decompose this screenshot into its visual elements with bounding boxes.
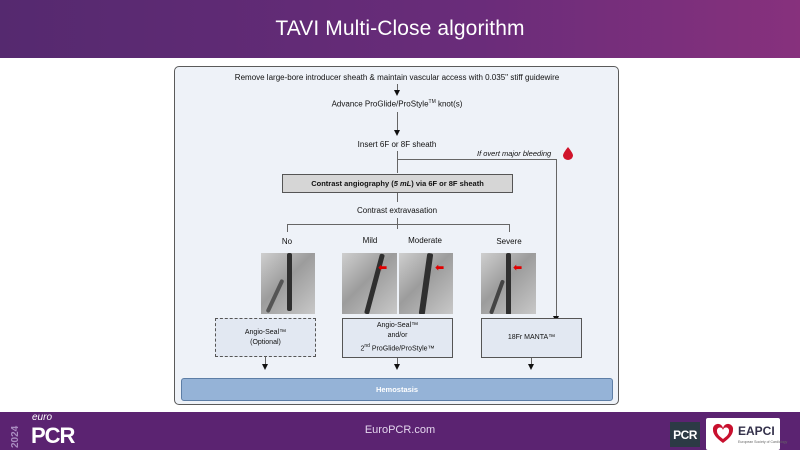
- heart-icon: [712, 423, 734, 443]
- pcr-logo: PCR: [670, 422, 700, 447]
- arrow-down-icon: [262, 364, 268, 370]
- connector: [397, 112, 398, 132]
- connector: [397, 218, 398, 229]
- arrow-down-icon: [394, 90, 400, 96]
- angiogram-moderate: ⬅: [399, 253, 453, 314]
- outcome-line: Angio-Seal™: [244, 328, 287, 336]
- connector: [397, 358, 398, 366]
- outcome-line: and/or: [387, 332, 408, 340]
- outcome-line: 2nd ProGlide/ProStyle™: [360, 341, 434, 354]
- outcome-line: Angio-Seal™: [376, 322, 419, 330]
- angio-volume: 5 mL: [393, 178, 412, 188]
- vessel: [418, 253, 434, 314]
- step-advance-text: Advance ProGlide/ProStyle: [331, 99, 429, 109]
- step-insert-sheath: Insert 6F or 8F sheath: [357, 140, 437, 149]
- angio-seal-proglide-box: Angio-Seal™ and/or 2nd ProGlide/ProStyle…: [342, 318, 453, 358]
- algorithm-panel: Remove large-bore introducer sheath & ma…: [174, 66, 619, 405]
- vessel: [287, 253, 292, 311]
- eapci-subtitle: European Society of Cardiology: [738, 440, 788, 444]
- arrow-down-icon: [528, 364, 534, 370]
- angiogram-mild: ⬅: [342, 253, 397, 314]
- trademark: TM: [428, 99, 436, 105]
- vessel: [488, 279, 506, 314]
- slide-header: TAVI Multi-Close algorithm: [0, 0, 800, 58]
- branch-line: [287, 224, 510, 225]
- red-arrow-icon: ⬅: [513, 261, 523, 274]
- hemostasis-box: Hemostasis: [181, 378, 613, 401]
- ordinal-suffix: nd: [364, 343, 370, 350]
- bleeding-connector: [556, 159, 557, 319]
- contrast-extravasation-label: Contrast extravasation: [356, 206, 438, 215]
- step-advance-suffix: knot(s): [435, 99, 463, 109]
- grade-no: No: [281, 237, 293, 246]
- slide-title: TAVI Multi-Close algorithm: [275, 17, 525, 40]
- grade-moderate: Moderate: [408, 236, 442, 245]
- contrast-angiography-box: Contrast angiography (5 mL) via 6F or 8F…: [282, 174, 513, 193]
- europcr-logo: PCR: [31, 423, 75, 448]
- eapci-logo: EAPCI European Society of Cardiology: [706, 418, 787, 450]
- arrow-down-icon: [394, 364, 400, 370]
- angio-text-suffix: ) via 6F or 8F sheath: [411, 178, 484, 188]
- outcome-line: 18Fr MANTA™: [507, 334, 556, 341]
- blood-drop-icon: [563, 147, 573, 160]
- angiogram-severe: ⬅: [481, 253, 536, 314]
- angio-text: Contrast angiography (: [311, 178, 394, 188]
- eapci-label: EAPCI: [738, 424, 775, 438]
- red-arrow-icon: ⬅: [378, 261, 388, 274]
- bleeding-label: If overt major bleeding: [477, 149, 552, 158]
- connector: [397, 193, 398, 202]
- footer-url[interactable]: EuroPCR.com: [364, 424, 436, 436]
- outcome-text: ProGlide/ProStyle™: [369, 345, 435, 353]
- arrow-down-icon: [394, 130, 400, 136]
- angio-seal-optional-box: Angio-Seal™ (Optional): [215, 318, 316, 357]
- ordinal: 2: [360, 345, 365, 353]
- vessel: [506, 253, 511, 314]
- bleeding-connector: [397, 159, 556, 160]
- branch-line: [509, 224, 510, 232]
- connector: [397, 84, 398, 93]
- red-arrow-icon: ⬅: [435, 261, 445, 274]
- connector: [397, 151, 398, 173]
- grade-severe: Severe: [496, 237, 522, 246]
- outcome-line: (Optional): [250, 338, 281, 346]
- connector: [531, 358, 532, 366]
- angiogram-no: [261, 253, 315, 314]
- grade-mild: Mild: [362, 236, 378, 245]
- manta-box: 18Fr MANTA™: [481, 318, 582, 358]
- step-advance-knots: Advance ProGlide/ProStyleTM knot(s): [332, 99, 463, 109]
- slide-footer: 2024 euro PCR EuroPCR.com PCR EAPCI Euro…: [0, 412, 800, 450]
- logo-euro: euro: [32, 412, 53, 423]
- vessel: [265, 278, 285, 314]
- branch-line: [287, 224, 288, 232]
- connector: [265, 357, 266, 366]
- step-remove-sheath: Remove large-bore introducer sheath & ma…: [234, 73, 560, 82]
